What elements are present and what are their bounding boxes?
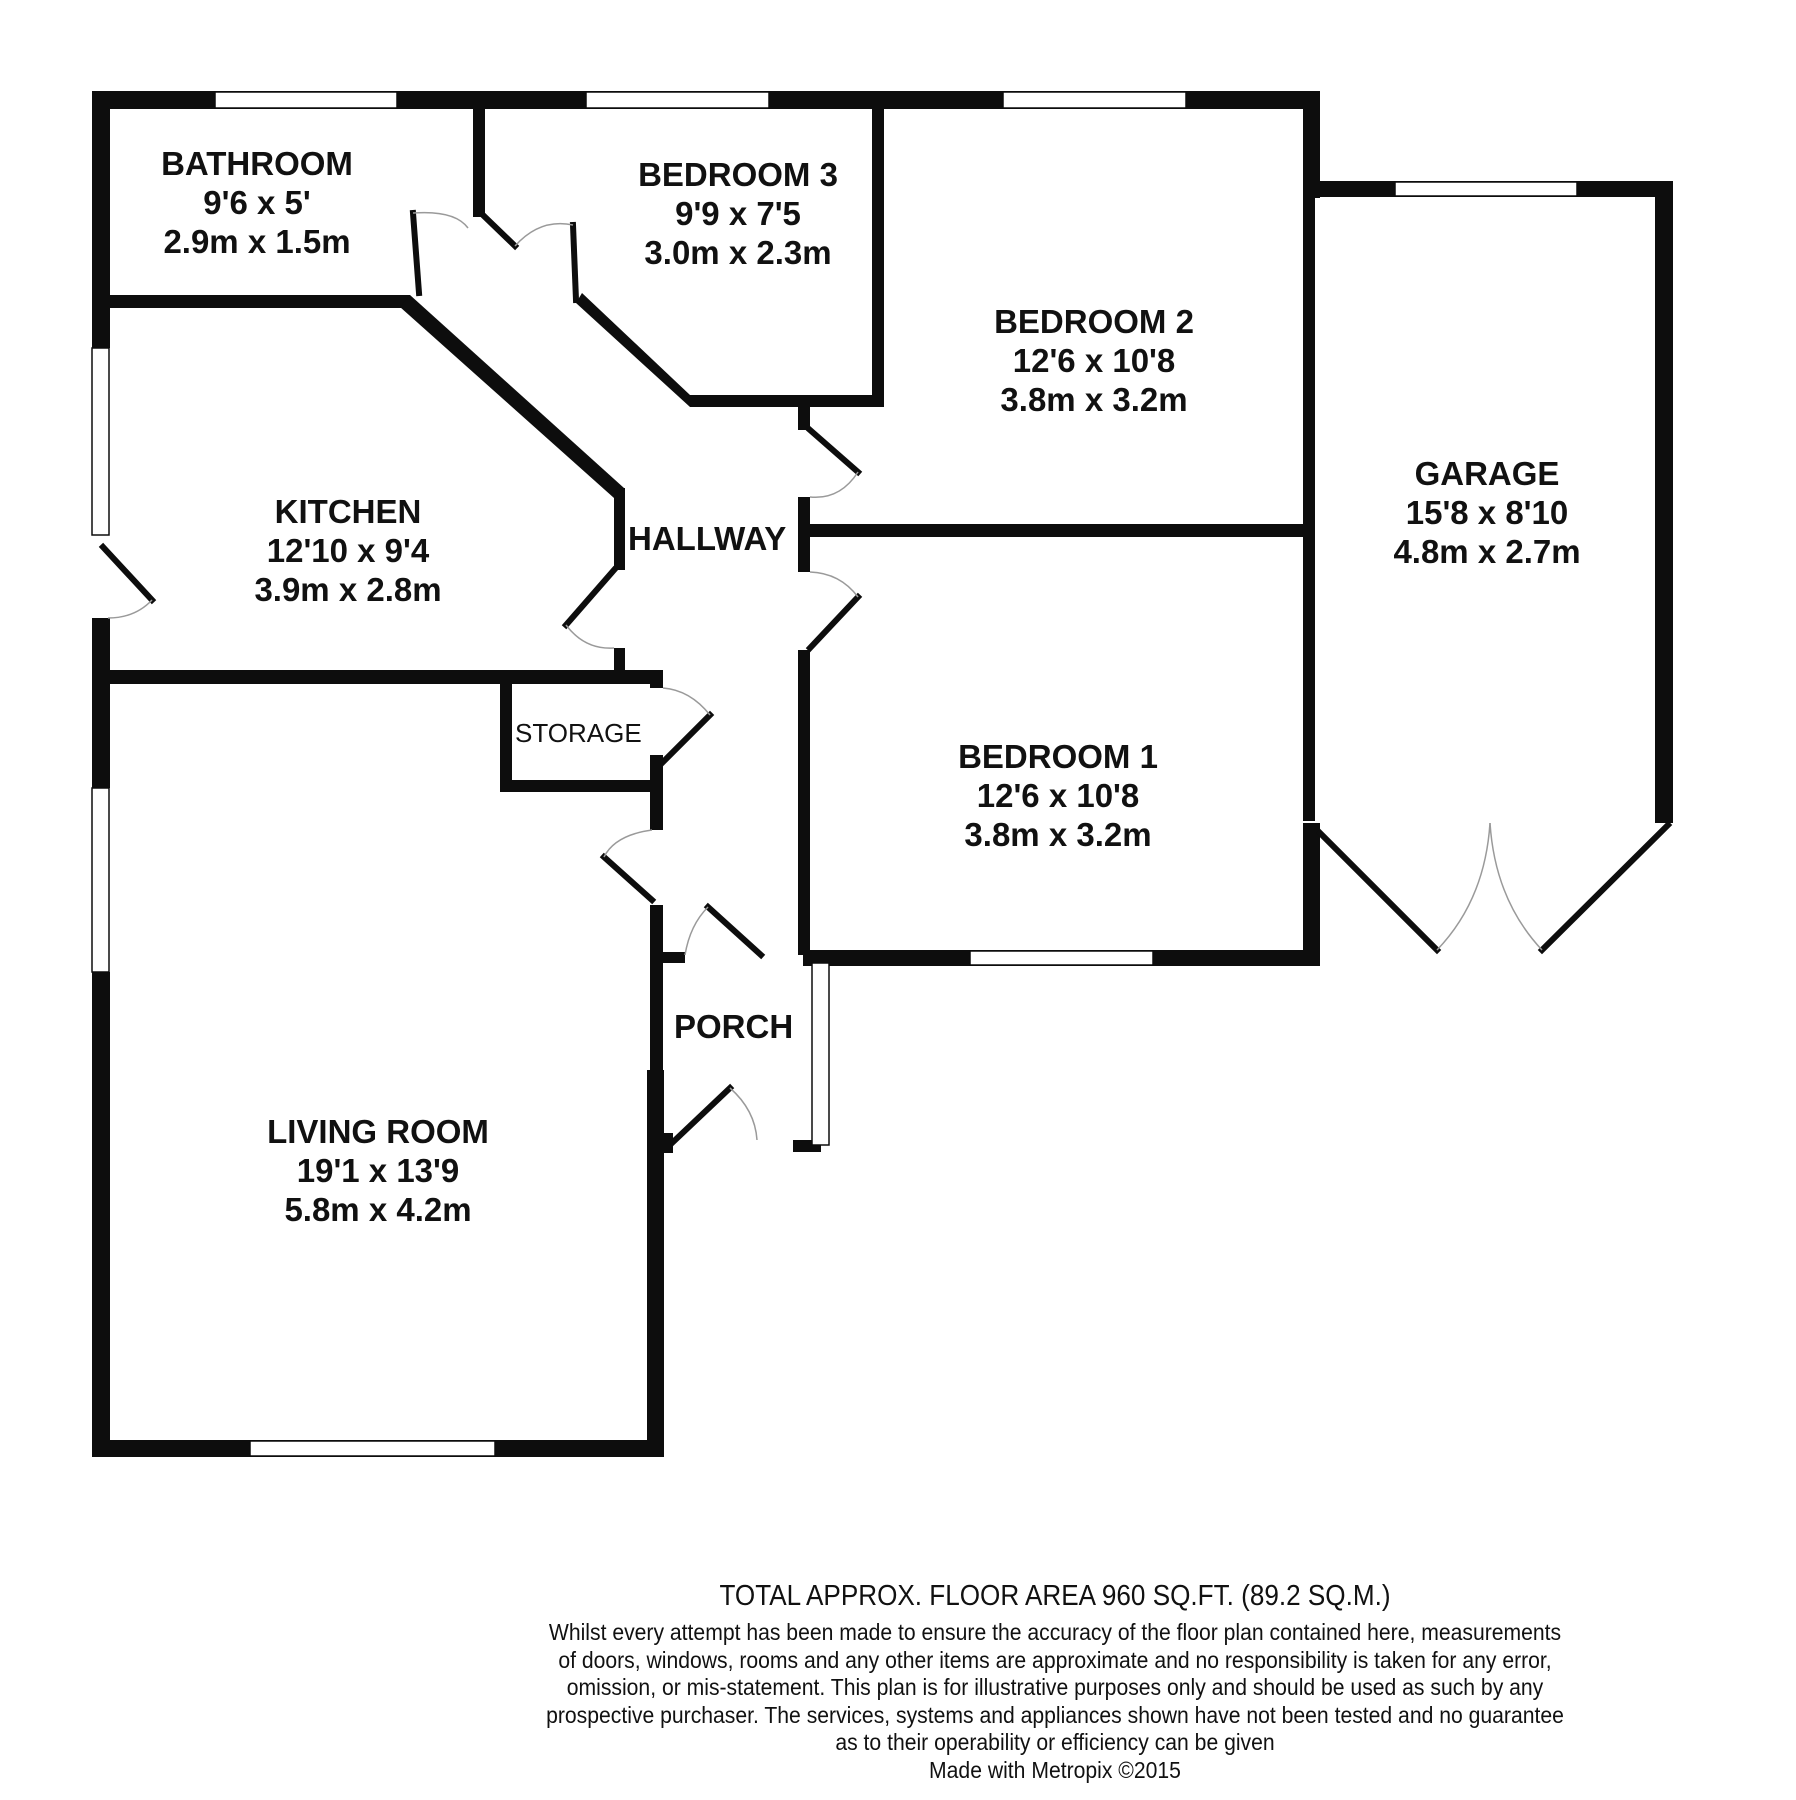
- room-name: KITCHEN: [274, 493, 422, 530]
- room-size-imperial: 15'8 x 8'10: [1405, 493, 1569, 531]
- room-label-living: LIVING ROOM 19'1 x 13'9 5.8m x 4.2m: [267, 1113, 489, 1230]
- room-label-bedroom2: BEDROOM 2 12'6 x 10'8 3.8m x 3.2m: [994, 303, 1194, 420]
- room-size-imperial: 9'9 x 7'5: [675, 194, 801, 232]
- room-size-imperial: 12'6 x 10'8: [1012, 341, 1176, 379]
- walls: [92, 91, 1673, 1457]
- room-size-metric: 3.8m x 3.2m: [1000, 380, 1188, 418]
- room-size-metric: 3.8m x 3.2m: [964, 815, 1152, 853]
- room-label-kitchen: KITCHEN 12'10 x 9'4 3.9m x 2.8m: [254, 493, 441, 610]
- room-size-imperial: 12'10 x 9'4: [266, 531, 430, 569]
- footer: TOTAL APPROX. FLOOR AREA 960 SQ.FT. (89.…: [430, 1580, 1680, 1784]
- room-size-metric: 4.8m x 2.7m: [1393, 532, 1581, 570]
- storage-label: STORAGE: [515, 718, 642, 748]
- disclaimer-line: prospective purchaser. The services, sys…: [546, 1701, 1564, 1728]
- room-label-bedroom1: BEDROOM 1 12'6 x 10'8 3.8m x 3.2m: [958, 738, 1158, 855]
- disclaimer-line: Whilst every attempt has been made to en…: [548, 1619, 1562, 1645]
- room-name: BEDROOM 2: [994, 303, 1194, 340]
- doors: [98, 209, 1673, 1147]
- room-name: GARAGE: [1414, 455, 1560, 492]
- windows: [91, 91, 1578, 1457]
- hallway-label: HALLWAY: [628, 520, 787, 557]
- disclaimer-line: of doors, windows, rooms and any other i…: [558, 1646, 1552, 1673]
- room-name: LIVING ROOM: [267, 1113, 489, 1150]
- room-size-metric: 5.8m x 4.2m: [284, 1190, 472, 1228]
- room-name: BATHROOM: [161, 145, 353, 182]
- room-size-metric: 2.9m x 1.5m: [163, 222, 351, 260]
- credit-text: Made with Metropix ©2015: [929, 1756, 1181, 1783]
- room-size-metric: 3.0m x 2.3m: [644, 233, 832, 271]
- room-size-metric: 3.9m x 2.8m: [254, 570, 442, 608]
- room-name: BEDROOM 3: [638, 156, 838, 193]
- room-label-garage: GARAGE 15'8 x 8'10 4.8m x 2.7m: [1393, 455, 1580, 572]
- door-swing-arcs: [107, 211, 1543, 1141]
- room-size-imperial: 9'6 x 5': [203, 183, 311, 221]
- room-label-bedroom3: BEDROOM 3 9'9 x 7'5 3.0m x 2.3m: [638, 156, 838, 273]
- total-floor-area: TOTAL APPROX. FLOOR AREA 960 SQ.FT. (89.…: [719, 1580, 1391, 1612]
- room-name: BEDROOM 1: [958, 738, 1158, 775]
- room-size-imperial: 12'6 x 10'8: [976, 776, 1140, 814]
- disclaimer-line: omission, or mis-statement. This plan is…: [566, 1674, 1544, 1700]
- porch-label: PORCH: [674, 1008, 794, 1045]
- room-size-imperial: 19'1 x 13'9: [296, 1151, 460, 1189]
- disclaimer-line: as to their operability or efficiency ca…: [835, 1729, 1275, 1755]
- room-label-bathroom: BATHROOM 9'6 x 5' 2.9m x 1.5m: [161, 145, 353, 262]
